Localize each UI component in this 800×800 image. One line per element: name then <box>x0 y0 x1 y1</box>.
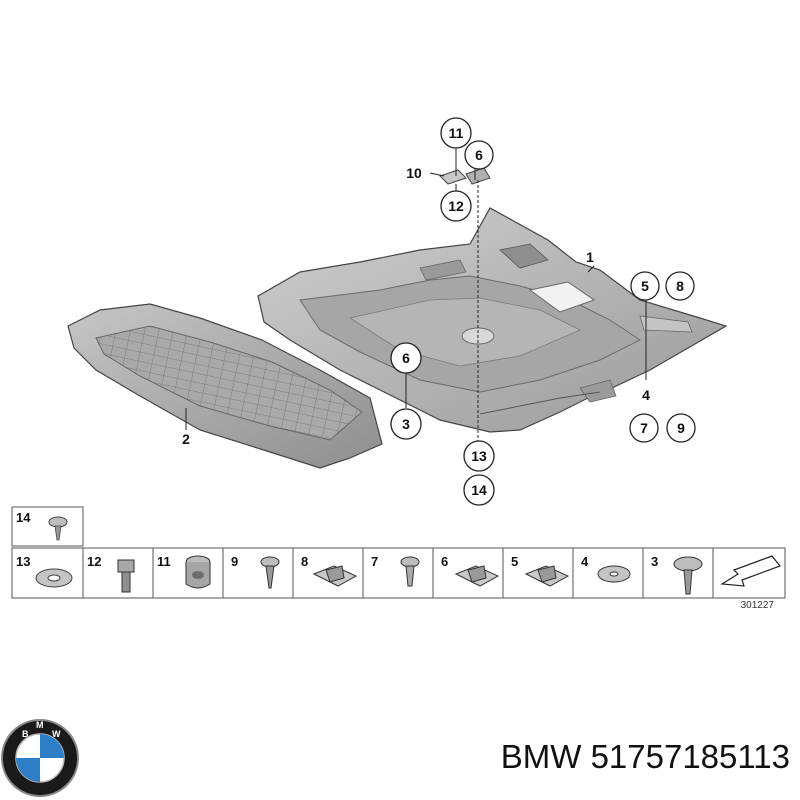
svg-text:12: 12 <box>87 554 101 569</box>
svg-text:301227: 301227 <box>741 600 775 611</box>
parts-table: 14 13 12 11 9 8 7 6 5 4 3 <box>11 506 786 611</box>
callout-6-top: 6 <box>464 140 494 170</box>
part-11-grommet-icon <box>185 555 211 589</box>
label-2: 2 <box>182 431 190 447</box>
svg-text:12: 12 <box>448 198 464 214</box>
svg-text:3: 3 <box>402 416 410 432</box>
svg-text:4: 4 <box>642 387 650 403</box>
label-4: 4 <box>642 387 650 403</box>
svg-text:9: 9 <box>231 554 238 569</box>
part-3-screw-icon <box>673 556 703 595</box>
callout-11: 11 <box>440 117 472 149</box>
svg-text:8: 8 <box>676 278 684 294</box>
part-12-bolt-icon <box>117 559 135 593</box>
svg-text:10: 10 <box>406 165 422 181</box>
part-5-nut-clip-icon <box>524 565 570 587</box>
svg-text:11: 11 <box>449 125 464 141</box>
part-7-pin-icon <box>400 556 420 587</box>
svg-text:3: 3 <box>651 554 658 569</box>
part-14-clip-icon <box>48 516 68 541</box>
svg-text:14: 14 <box>471 482 487 498</box>
callout-8: 8 <box>665 271 695 301</box>
svg-text:4: 4 <box>581 554 589 569</box>
callout-13: 13 <box>463 440 495 472</box>
part-13-washer-icon <box>35 568 73 588</box>
part-8-nut-clip-icon <box>312 565 358 587</box>
svg-text:6: 6 <box>441 554 448 569</box>
callout-6-mid: 6 <box>390 342 422 374</box>
bracket-clips-top <box>439 167 491 185</box>
svg-text:W: W <box>52 729 61 739</box>
callout-14: 14 <box>463 474 495 506</box>
callout-3: 3 <box>390 408 422 440</box>
svg-text:11: 11 <box>157 554 171 569</box>
bmw-logo: B M W <box>1 719 79 797</box>
svg-text:7: 7 <box>371 554 378 569</box>
callout-12: 12 <box>440 190 472 222</box>
part-9-screw-icon <box>260 556 280 589</box>
svg-text:9: 9 <box>677 420 685 436</box>
svg-text:13: 13 <box>471 448 487 464</box>
svg-text:5: 5 <box>511 554 518 569</box>
svg-text:8: 8 <box>301 554 308 569</box>
label-1: 1 <box>586 249 594 265</box>
svg-text:7: 7 <box>640 420 648 436</box>
svg-text:1: 1 <box>586 249 594 265</box>
callout-7: 7 <box>629 413 659 443</box>
svg-text:6: 6 <box>402 350 410 366</box>
part-6-nut-clip-icon <box>454 565 500 587</box>
brand-part-number: BMW 51757185113 <box>500 738 790 775</box>
svg-text:B: B <box>22 729 29 739</box>
svg-text:5: 5 <box>641 278 649 294</box>
label-10: 10 <box>406 165 422 181</box>
svg-text:6: 6 <box>475 147 483 163</box>
svg-text:13: 13 <box>16 554 30 569</box>
leader-lines <box>185 148 647 470</box>
callout-5: 5 <box>630 271 660 301</box>
part-4-washer-icon <box>597 565 631 583</box>
svg-text:14: 14 <box>16 510 31 525</box>
callout-9: 9 <box>666 413 696 443</box>
svg-text:2: 2 <box>182 431 190 447</box>
svg-text:M: M <box>36 720 44 730</box>
front-shield-part-2 <box>67 303 383 469</box>
direction-arrow-icon <box>720 555 781 587</box>
